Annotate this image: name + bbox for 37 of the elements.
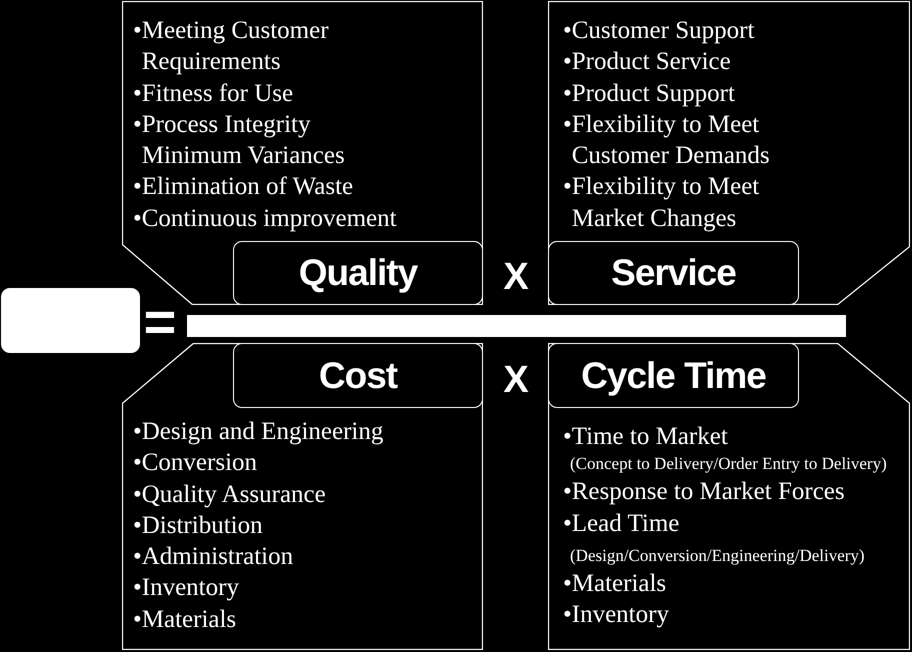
- bullet-item: •Conversion: [133, 448, 258, 478]
- bullet-item: •Flexibility to Meet Customer Demands: [563, 110, 771, 172]
- blank-box: [1, 288, 140, 353]
- bullet-item: •Materials: [563, 568, 668, 599]
- bullet-item: •Time to Market: [563, 422, 729, 452]
- bullet-panel: [122, 343, 483, 650]
- factor-heading: Cost: [233, 343, 483, 408]
- bullet-item: •Design and Engineering: [133, 417, 384, 447]
- factor-heading: Quality: [233, 241, 483, 305]
- factor-heading: Service: [548, 241, 799, 305]
- bullet-panel: [548, 343, 910, 650]
- bullet-item: •Inventory: [133, 573, 240, 604]
- factor-heading: Cycle Time: [548, 343, 799, 408]
- equals-sign: =: [144, 294, 176, 350]
- bullet-panel: [122, 1, 483, 305]
- bullet-item: •Inventory: [563, 600, 670, 630]
- bullet-item: •Product Service: [563, 47, 732, 78]
- fraction-bar: [187, 315, 846, 337]
- bullet-item: •Lead Time: [563, 508, 680, 539]
- bullet-item: •Flexibility to Meet Market Changes: [563, 172, 760, 234]
- bullet-item: •Process Integrity Minimum Variances: [133, 110, 346, 172]
- bullet-item: •Meeting Customer Requirements: [133, 16, 330, 78]
- bullet-item: •Product Support: [563, 78, 736, 109]
- item-note: (Concept to Delivery/Order Entry to Delivery): [569, 453, 888, 476]
- bullet-item: •Continuous improvement: [133, 204, 398, 234]
- bullet-item: •Distribution: [133, 510, 264, 541]
- bullet-item: •Administration: [133, 542, 294, 572]
- item-note: (Design/Conversion/Engineering/Delivery): [569, 544, 866, 567]
- bullet-item: •Fitness for Use: [133, 78, 294, 109]
- bullet-item: •Elimination of Waste: [133, 172, 354, 202]
- multiply-sign: X: [503, 361, 529, 399]
- bullet-item: •Quality Assurance: [133, 480, 327, 510]
- bullet-item: •Customer Support: [563, 16, 756, 46]
- bullet-panel: [548, 1, 910, 305]
- bullet-item: •Materials: [133, 604, 238, 635]
- multiply-sign: X: [503, 258, 529, 296]
- bullet-item: •Response to Market Forces: [563, 477, 846, 508]
